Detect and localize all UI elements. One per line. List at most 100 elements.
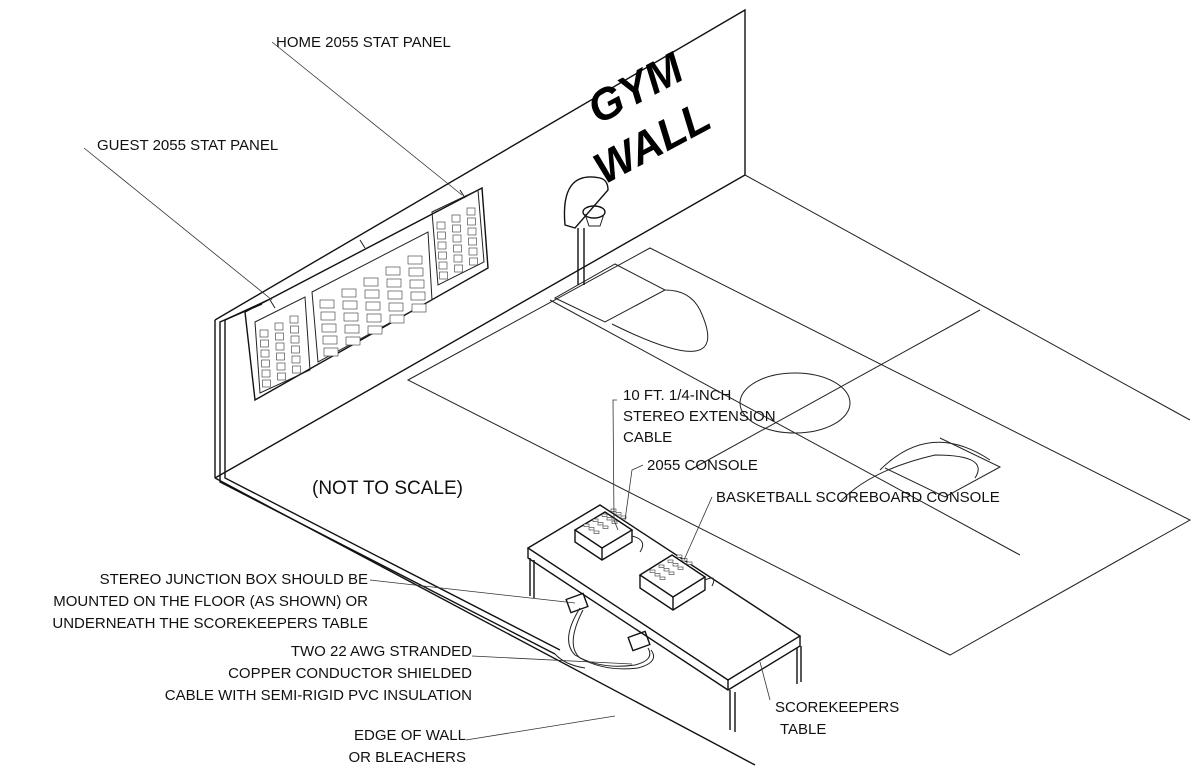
digit-cell <box>593 530 600 534</box>
label-basketball-console: BASKETBALL SCOREBOARD CONSOLE <box>716 489 1000 506</box>
digit-cell <box>677 566 684 570</box>
leader-lines <box>83 41 771 741</box>
digit-cell <box>275 342 285 351</box>
digit-cell <box>319 299 335 309</box>
label-table-1: SCOREKEEPERS <box>775 699 899 716</box>
label-extension-cable-2: STEREO EXTENSION <box>623 408 776 425</box>
digit-cell <box>260 349 270 358</box>
digit-cell <box>602 525 609 529</box>
digit-cell <box>321 323 337 333</box>
digit-cell <box>592 518 599 522</box>
digit-cell <box>468 237 477 246</box>
digit-cell <box>407 255 423 265</box>
digit-cell <box>437 241 447 250</box>
digit-cell <box>686 561 693 565</box>
label-junction-2: MOUNTED ON THE FLOOR (AS SHOWN) OR <box>53 593 368 610</box>
digit-cell <box>290 335 300 344</box>
digit-cell <box>467 217 476 226</box>
digit-cell <box>409 279 425 289</box>
digit-cell <box>438 261 448 270</box>
not-to-scale: (NOT TO SCALE) <box>312 478 463 499</box>
digit-cell <box>411 303 427 313</box>
label-table-2: TABLE <box>780 721 826 738</box>
main-scoreboard <box>319 255 427 357</box>
digit-cell <box>654 573 661 577</box>
label-home-panel: HOME 2055 STAT PANEL <box>276 34 451 51</box>
label-cable-3: CABLE WITH SEMI-RIGID PVC INSULATION <box>165 687 472 704</box>
digit-cell <box>438 251 447 260</box>
basketball-hoop <box>563 176 609 285</box>
digit-cell <box>345 336 361 346</box>
digit-cell <box>452 224 461 233</box>
digit-cell <box>601 513 608 517</box>
junction-boxes <box>554 592 655 670</box>
label-cable-2: COPPER CONDUCTOR SHIELDED <box>228 665 472 682</box>
digit-cell <box>469 257 478 266</box>
digit-cell <box>291 345 300 354</box>
digit-cell <box>668 571 675 575</box>
scorekeepers-table <box>526 504 802 732</box>
digit-cell <box>388 302 404 312</box>
scoreboard-assembly <box>244 186 489 402</box>
digit-cell <box>606 517 613 521</box>
digit-cell <box>261 359 270 368</box>
digit-cell <box>342 300 358 310</box>
label-extension-cable-1: 10 FT. 1/4-INCH <box>623 387 731 404</box>
wall-cable <box>219 299 561 655</box>
label-junction-3: UNDERNEATH THE SCOREKEEPERS TABLE <box>52 615 368 632</box>
digit-cell <box>276 362 286 371</box>
digit-cell <box>365 301 381 311</box>
label-guest-panel: GUEST 2055 STAT PANEL <box>97 137 278 154</box>
digit-cell <box>583 523 590 527</box>
label-cable-1: TWO 22 AWG STRANDED <box>291 643 472 660</box>
digit-cell <box>451 214 461 223</box>
digit-cell <box>291 355 301 364</box>
digit-cell <box>410 291 426 301</box>
digit-cell <box>320 311 336 321</box>
label-junction-1: STEREO JUNCTION BOX SHOULD BE <box>100 571 368 588</box>
digit-cell <box>277 372 286 381</box>
digit-cell <box>649 569 656 573</box>
digit-cell <box>467 227 477 236</box>
digit-cell <box>275 332 284 341</box>
digit-cell <box>663 568 670 572</box>
digit-cell <box>439 271 448 280</box>
digit-cell <box>659 576 666 580</box>
digit-cell <box>343 312 359 322</box>
digit-cell <box>385 266 401 276</box>
digit-cell <box>260 339 269 348</box>
digit-cell <box>341 288 357 298</box>
digit-cell <box>658 564 665 568</box>
digit-cell <box>261 369 271 378</box>
digit-cell <box>262 379 271 388</box>
digit-cell <box>290 325 299 334</box>
digit-cell <box>363 277 379 287</box>
digit-cell <box>323 347 339 357</box>
label-extension-cable-3: CABLE <box>623 429 672 446</box>
digit-cell <box>437 231 446 240</box>
digit-cell <box>387 290 403 300</box>
digit-cell <box>364 289 380 299</box>
digit-cell <box>610 508 617 512</box>
home-stat-panel <box>436 207 478 280</box>
digit-cell <box>454 264 463 273</box>
gym-wall <box>214 8 746 479</box>
digit-cell <box>667 559 674 563</box>
digit-cell <box>453 254 463 263</box>
console-2055 <box>573 508 644 561</box>
digit-cell <box>367 325 383 335</box>
digit-cell <box>452 234 462 243</box>
digit-cell <box>672 563 679 567</box>
digit-cell <box>344 324 360 334</box>
digit-cell <box>597 522 604 526</box>
label-edge-1: EDGE OF WALL <box>354 727 466 744</box>
digit-cell <box>588 527 595 531</box>
label-edge-2: OR BLEACHERS <box>348 749 466 766</box>
digit-cell <box>289 315 299 324</box>
digit-cell <box>408 267 424 277</box>
digit-cell <box>620 515 627 519</box>
basketball-court <box>406 247 1192 656</box>
digit-cell <box>389 314 405 324</box>
